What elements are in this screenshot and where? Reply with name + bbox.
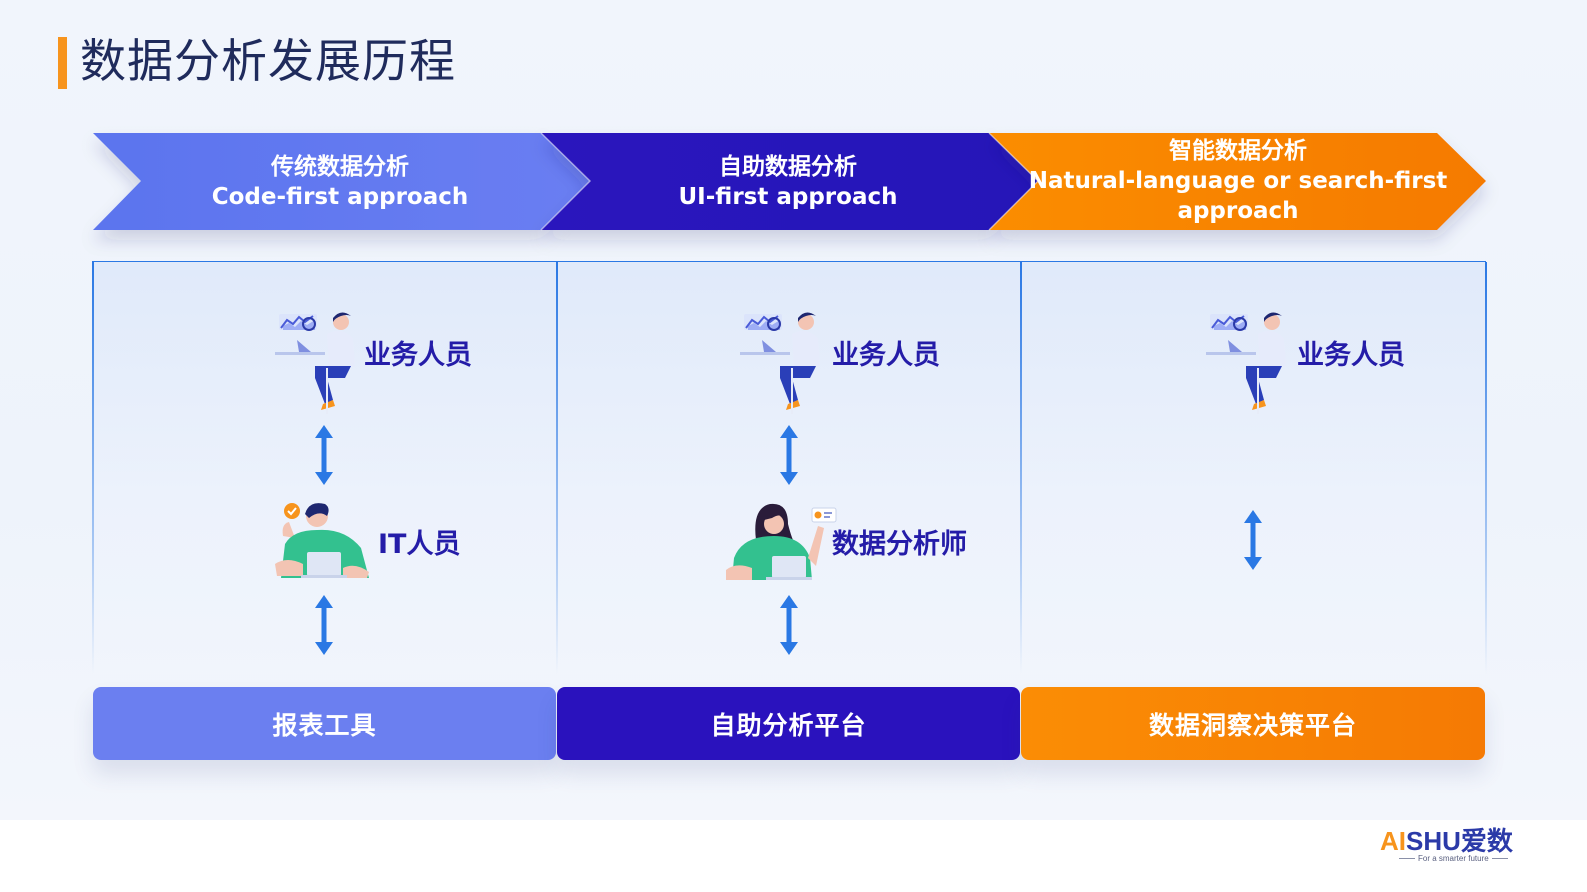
- role-data-analyst: 数据分析师: [832, 529, 967, 560]
- double-arrow-vertical-icon: [780, 425, 798, 485]
- person-with-laptop-icon: [1206, 312, 1286, 414]
- panel-divider: [556, 262, 558, 674]
- page-title: 数据分析发展历程: [80, 34, 456, 88]
- man-with-laptop-icon: [275, 503, 369, 578]
- logo-wordmark: AISHU爱数: [1380, 826, 1513, 856]
- stage-3-heading: 智能数据分析 Natural-language or search-first …: [1029, 136, 1448, 226]
- double-arrow-vertical-icon: [1244, 510, 1262, 570]
- role-business-user: 业务人员: [1297, 340, 1405, 371]
- stage-1-subtitle: Code-first approach: [211, 184, 469, 210]
- person-with-laptop-icon: [740, 312, 820, 414]
- stage-arrow-3: [989, 133, 1486, 230]
- stage-2-subtitle: UI-first approach: [678, 184, 898, 210]
- stage-3-panel: [1021, 262, 1486, 674]
- stage-arrow-2: [541, 133, 1038, 230]
- role-business-user: 业务人员: [832, 340, 940, 371]
- title-accent-bar: [58, 37, 67, 89]
- role-it-staff: IT人员: [378, 529, 461, 560]
- logo-tagline: For a smarter future: [1396, 854, 1511, 863]
- stage-1-heading: 传统数据分析 Code-first approach: [180, 138, 500, 226]
- platform-self-service: 自助分析平台: [557, 687, 1020, 760]
- aishu-logo: AISHU爱数 For a smarter future: [1380, 826, 1525, 870]
- double-arrow-vertical-icon: [315, 425, 333, 485]
- role-business-user: 业务人员: [364, 340, 472, 371]
- panel-divider: [1485, 262, 1487, 674]
- platform-report-tool: 报表工具: [93, 687, 556, 760]
- stage-2-heading: 自助数据分析 UI-first approach: [628, 138, 948, 226]
- person-with-laptop-icon: [275, 312, 355, 414]
- panel-divider: [1020, 262, 1022, 674]
- panel-top-border: [92, 261, 1486, 262]
- stage-3-subtitle-line1: Natural-language or search-first: [1028, 168, 1448, 194]
- stage-2-name: 自助数据分析: [719, 154, 857, 180]
- stage-arrow-1: [93, 133, 590, 230]
- platform-insight-decision: 数据洞察决策平台: [1021, 687, 1485, 760]
- stage-3-subtitle-line2: approach: [1177, 198, 1299, 224]
- stage-arrows: [93, 132, 1486, 231]
- double-arrow-vertical-icon: [315, 595, 333, 655]
- stage-3-name: 智能数据分析: [1169, 138, 1307, 164]
- woman-with-laptop-icon: [726, 503, 837, 580]
- double-arrow-vertical-icon: [780, 595, 798, 655]
- footer: [0, 820, 1587, 892]
- stage-1-name: 传统数据分析: [271, 154, 409, 180]
- panel-divider: [92, 262, 94, 674]
